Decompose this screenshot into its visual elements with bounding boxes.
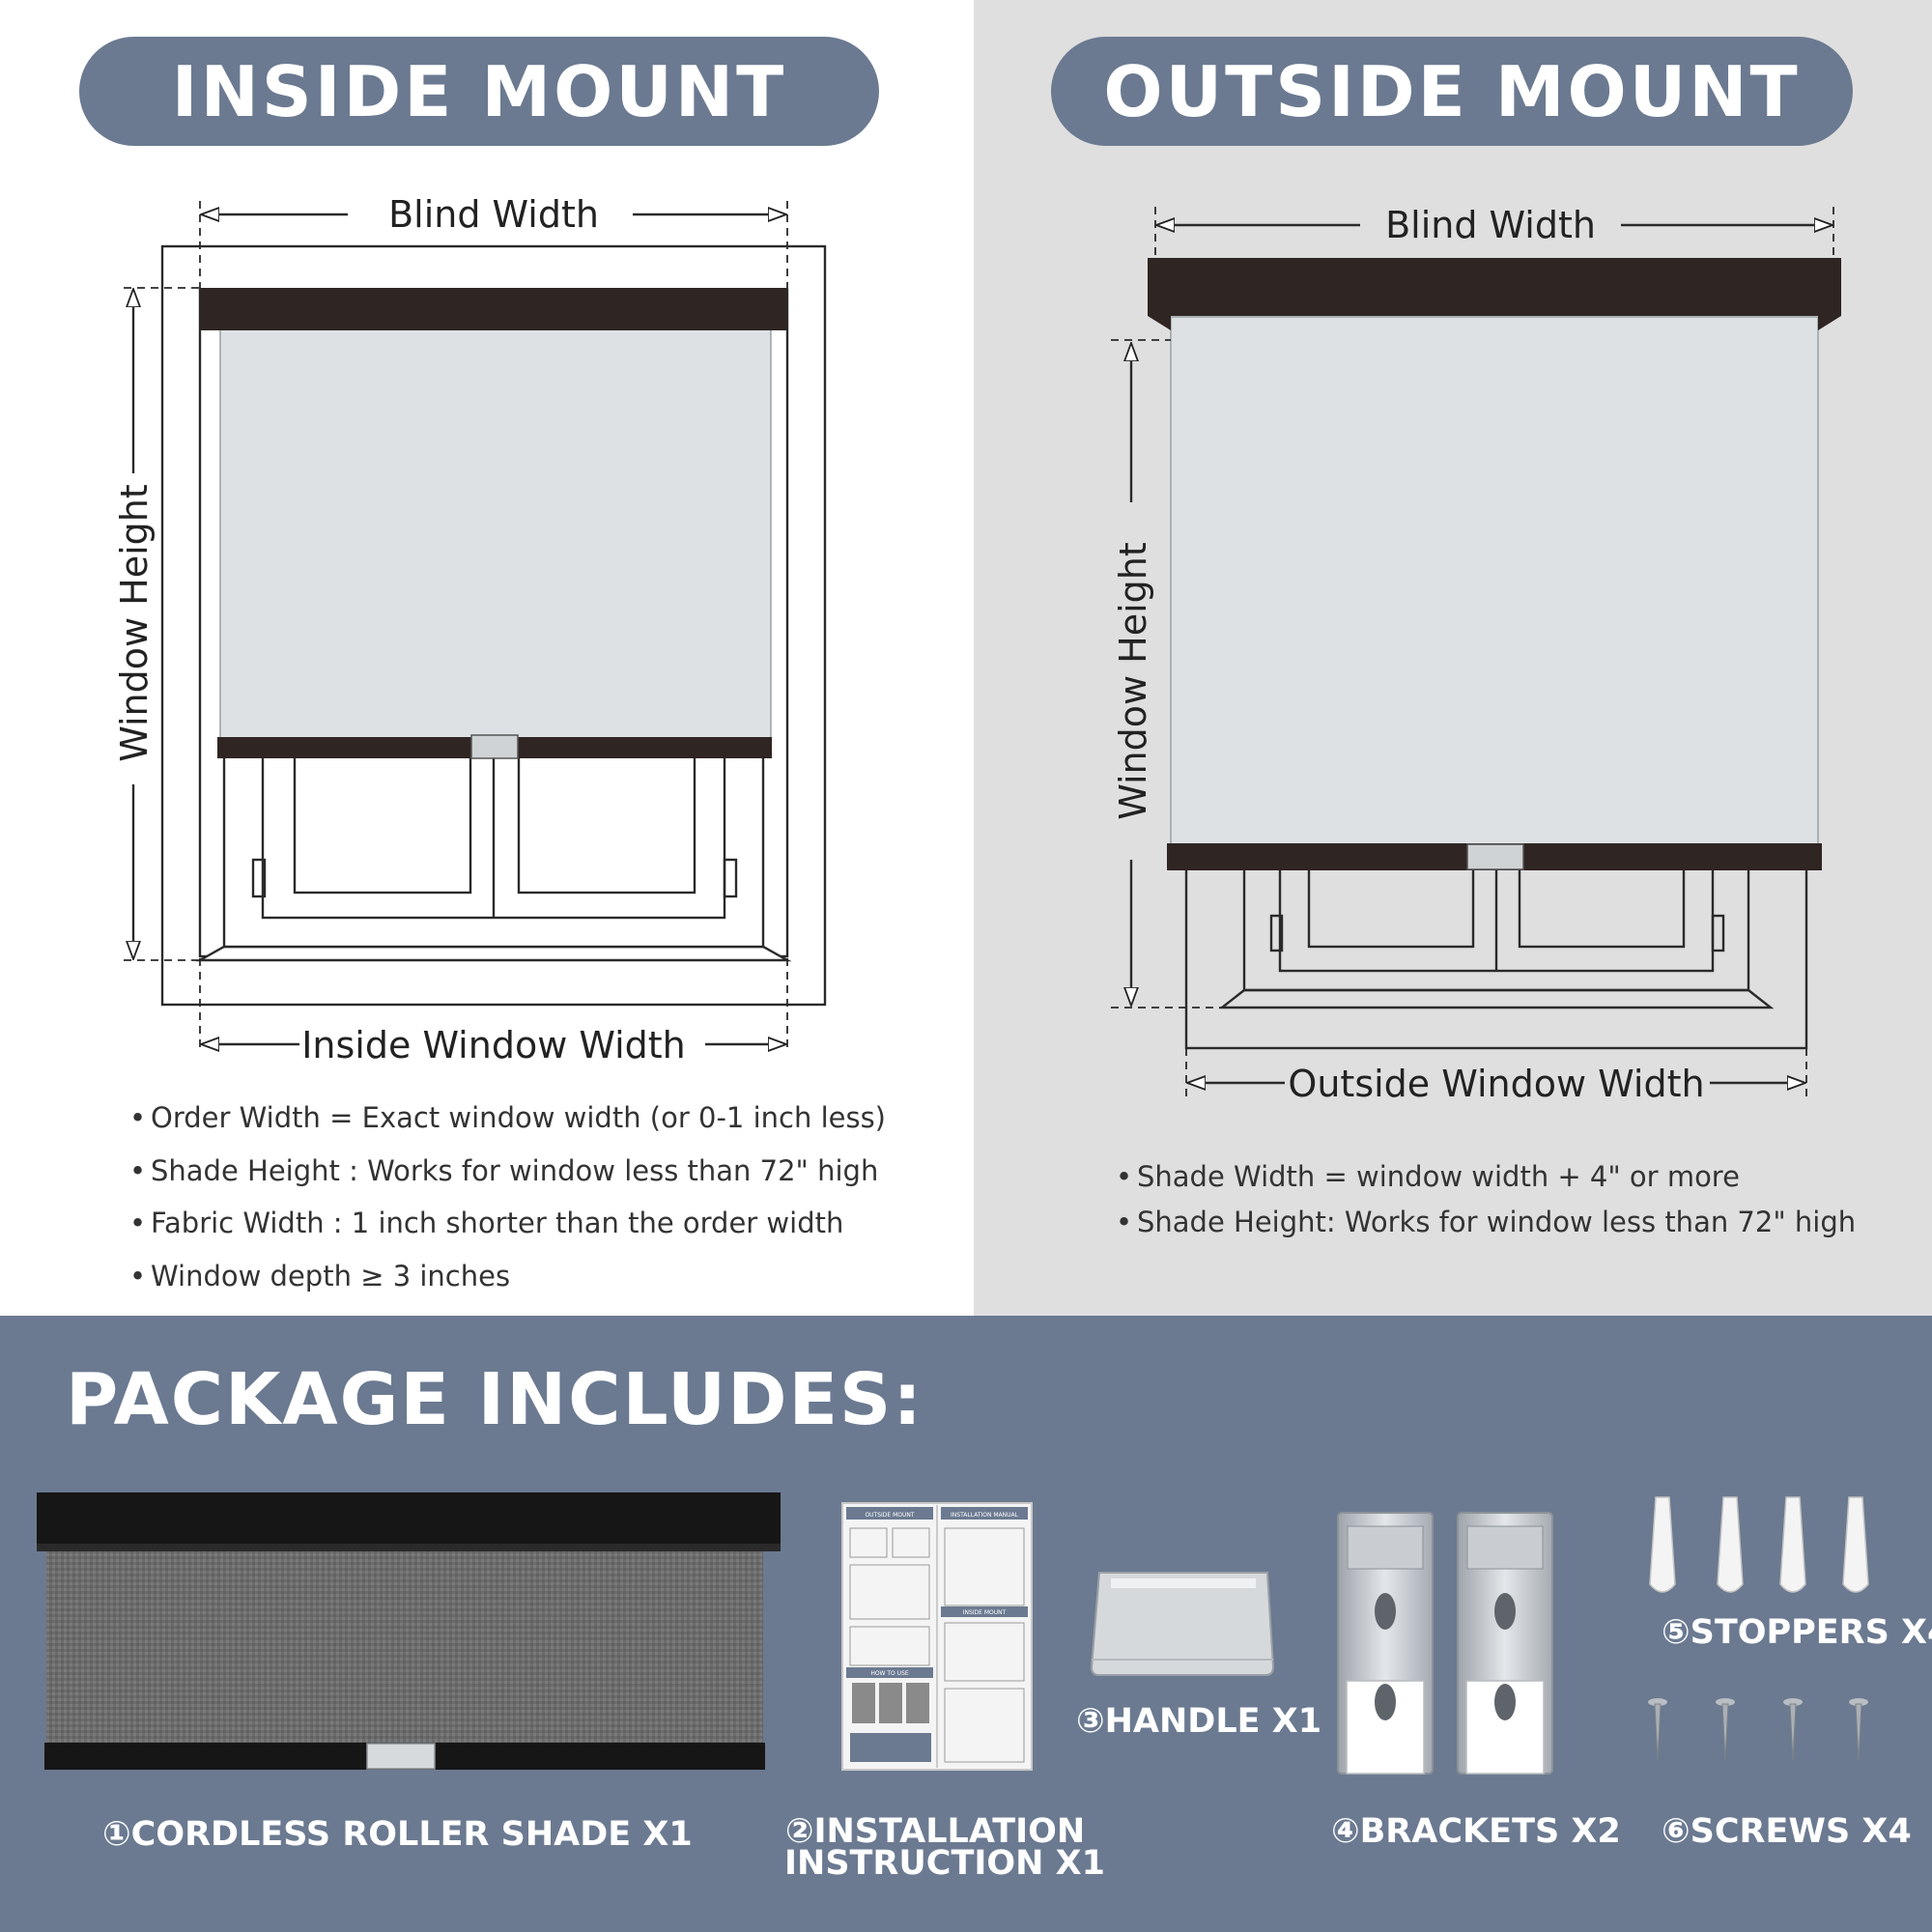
outside-shade-cassette xyxy=(1148,258,1841,316)
screw-image xyxy=(1716,1698,1735,1761)
stopper-image xyxy=(1842,1496,1869,1593)
outside-shade-fabric xyxy=(1170,316,1819,847)
instruction-label: ②INSTALLATION INSTRUCTION X1 xyxy=(784,1812,1105,1883)
screw-image xyxy=(1648,1698,1667,1761)
inside-window-width-label: Inside Window Width xyxy=(301,1024,686,1066)
package-title: PACKAGE INCLUDES: xyxy=(66,1358,923,1441)
outside-note: Shade Height: Works for window less than… xyxy=(1116,1200,1856,1245)
outside-mount-notes: Shade Width = window width + 4" or more … xyxy=(1116,1154,1856,1245)
inside-shade-cassette xyxy=(200,288,787,330)
inside-latch-right xyxy=(723,858,738,898)
manual-outside-mount-heading: OUTSIDE MOUNT xyxy=(865,1512,914,1519)
inside-mount-notes: Order Width = Exact window width (or 0-1… xyxy=(129,1092,886,1302)
bracket-image xyxy=(1457,1512,1553,1775)
instruction-label-line2: INSTRUCTION X1 xyxy=(784,1844,1105,1883)
inside-note: Fabric Width : 1 inch shorter than the o… xyxy=(129,1197,886,1250)
mount-diagrams: Blind Width Inside Window Width Window H… xyxy=(113,193,1841,1105)
inside-shade-handle xyxy=(470,734,519,759)
manual-installation-heading: INSTALLATION MANUAL xyxy=(951,1512,1019,1519)
inside-note: Shade Height : Works for window less tha… xyxy=(129,1145,886,1198)
stopper-image xyxy=(1649,1496,1676,1593)
outside-latch-right xyxy=(1711,914,1725,952)
inside-shade-fabric xyxy=(219,327,772,743)
instruction-manual-image: OUTSIDE MOUNT INSTALLATION MANUAL HOW TO… xyxy=(841,1502,1033,1771)
inside-mount-diagram xyxy=(124,201,827,1048)
stopper-image xyxy=(1779,1496,1806,1593)
manual-how-to-use-heading: HOW TO USE xyxy=(870,1670,909,1677)
screw-image xyxy=(1783,1698,1803,1761)
brackets-label: ④BRACKETS X2 xyxy=(1331,1812,1621,1851)
inside-window-height-label: Window Height xyxy=(113,484,156,762)
outside-window-height-label: Window Height xyxy=(1112,542,1154,820)
outside-mount-diagram xyxy=(1111,207,1841,1101)
roller-shade-label: ①CORDLESS ROLLER SHADE X1 xyxy=(102,1815,693,1854)
outside-cassette-end-right xyxy=(1818,316,1841,330)
screw-image xyxy=(1849,1698,1868,1761)
stoppers-label: ⑤STOPPERS X4 xyxy=(1662,1613,1932,1652)
inside-latch-left xyxy=(251,858,267,898)
outside-cassette-end-left xyxy=(1148,316,1171,330)
handle-label: ③HANDLE X1 xyxy=(1076,1702,1322,1741)
screws-label: ⑥SCREWS X4 xyxy=(1662,1812,1912,1851)
inside-note: Window depth ≥ 3 inches xyxy=(129,1250,886,1303)
manual-inside-mount-heading: INSIDE MOUNT xyxy=(963,1609,1007,1616)
outside-mount-title: OUTSIDE MOUNT xyxy=(1051,37,1853,146)
outside-shade-handle xyxy=(1466,843,1524,870)
instruction-label-line1: ②INSTALLATION xyxy=(784,1812,1086,1851)
outside-blind-width-label: Blind Width xyxy=(1385,204,1596,246)
outside-window-width-label: Outside Window Width xyxy=(1288,1063,1704,1105)
handle-image xyxy=(1090,1572,1275,1676)
inside-note: Order Width = Exact window width (or 0-1… xyxy=(129,1092,886,1145)
outside-note: Shade Width = window width + 4" or more xyxy=(1116,1154,1856,1200)
roller-shade-image xyxy=(37,1492,781,1770)
inside-mount-title: INSIDE MOUNT xyxy=(79,37,879,146)
inside-blind-width-label: Blind Width xyxy=(388,193,599,236)
bracket-image xyxy=(1337,1512,1434,1775)
inside-window-frame-outer xyxy=(160,244,827,1007)
outside-latch-left xyxy=(1269,914,1284,952)
stopper-image xyxy=(1717,1496,1744,1593)
